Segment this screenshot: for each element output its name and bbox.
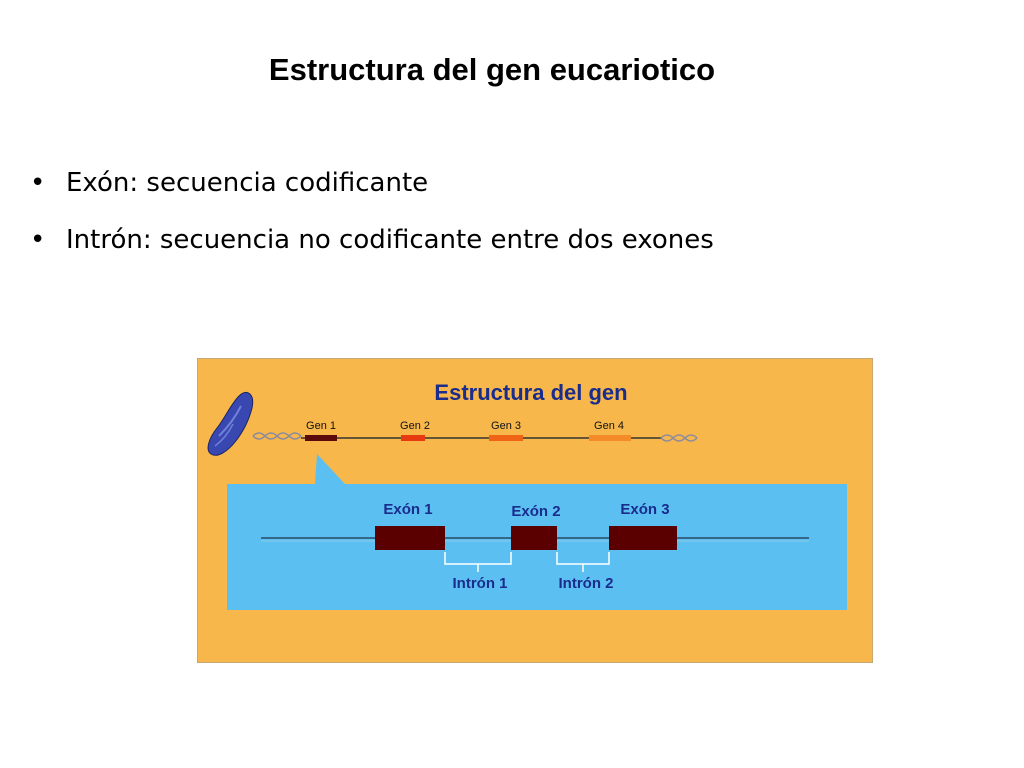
bullet-dot: • xyxy=(30,225,46,255)
bullet-text: Intrón: secuencia no codificante entre d… xyxy=(66,225,714,255)
gene-structure-diagram: Estructura del gen Gen 1 Gen 2 xyxy=(197,358,873,663)
gene-1: Gen 1 xyxy=(305,420,337,441)
bullet-text: Exón: secuencia codificante xyxy=(66,168,429,198)
slide-title: Estructura del gen eucariotico xyxy=(268,52,716,87)
gene-label: Gen 3 xyxy=(491,420,521,432)
exon-label: Exón 2 xyxy=(511,503,560,520)
bullet-item: • Exón: secuencia codificante xyxy=(30,165,714,201)
gene-marker xyxy=(305,435,337,441)
bullet-item: • Intrón: secuencia no codificante entre … xyxy=(30,222,714,258)
gene-2: Gen 2 xyxy=(400,420,430,441)
exon-2: Exón 2 xyxy=(511,503,561,550)
intron-2: Intrón 2 xyxy=(556,552,614,592)
intron-label: Intrón 1 xyxy=(453,575,508,592)
gene-label: Gen 4 xyxy=(594,420,624,432)
gene-label: Gen 2 xyxy=(400,420,430,432)
gene-marker xyxy=(489,435,523,441)
chromosome-icon xyxy=(207,392,254,456)
exon-3: Exón 3 xyxy=(609,501,677,550)
exon-1: Exón 1 xyxy=(375,501,445,550)
gene-marker xyxy=(589,435,631,441)
gene-structure-figure: Estructura del gen Gen 1 Gen 2 xyxy=(197,358,873,663)
exon-block xyxy=(375,526,445,550)
gene-label: Gen 1 xyxy=(306,420,336,432)
gene-3: Gen 3 xyxy=(489,420,523,441)
intron-1: Intrón 1 xyxy=(444,552,512,592)
figure-title: Estructura del gen xyxy=(434,380,627,405)
intron-label: Intrón 2 xyxy=(559,575,614,592)
dna-helix-left-icon xyxy=(252,432,302,440)
bullet-list: • Exón: secuencia codificante • Intrón: se… xyxy=(30,165,714,279)
dna-helix-right-icon xyxy=(660,434,698,442)
gene-4: Gen 4 xyxy=(589,420,631,441)
exon-label: Exón 3 xyxy=(620,501,669,518)
exon-label: Exón 1 xyxy=(383,501,432,518)
exon-block xyxy=(511,526,557,550)
gene-marker xyxy=(401,435,425,441)
bullet-dot: • xyxy=(30,168,46,198)
exon-block xyxy=(609,526,677,550)
